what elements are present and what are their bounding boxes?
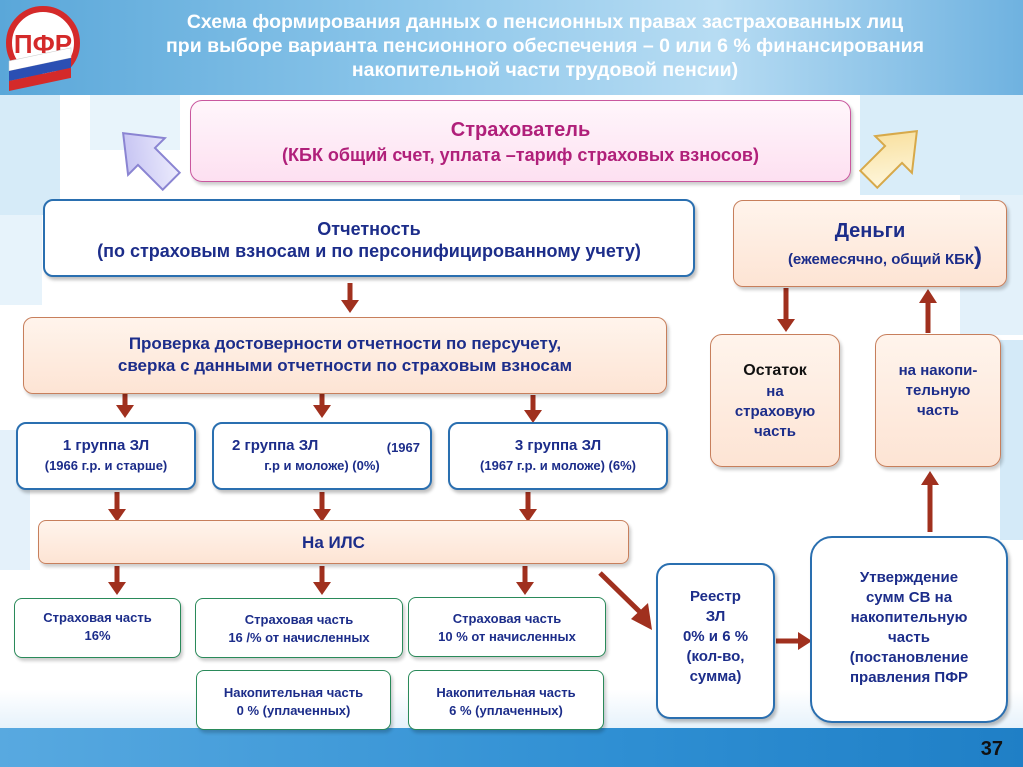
- ils-box: На ИЛС: [38, 520, 629, 564]
- registry-line-5: сумма): [689, 668, 742, 685]
- insurance-part-1-box: Страховая часть 16%: [14, 598, 181, 658]
- group-3-title: 3 группа ЗЛ: [514, 437, 602, 454]
- group-1-subtitle: (1966 г.р. и старше): [44, 458, 168, 473]
- group-3-subtitle: (1967 г.р. и моложе) (6%): [480, 458, 636, 473]
- funded-part-6-value: 6 % (уплаченных): [449, 703, 563, 718]
- title-line-1: Схема формирования данных о пенсионных п…: [186, 11, 904, 33]
- funded-part-6-title: Накопительная часть: [436, 685, 576, 700]
- funded-part-6-box: Накопительная часть 6 % (уплаченных): [408, 670, 604, 730]
- funded-part-0-box: Накопительная часть 0 % (уплаченных): [196, 670, 391, 730]
- reporting-subtitle: (по страховым взносам и по персонифициро…: [97, 241, 641, 261]
- reporting-box: Отчетность (по страховым взносам и по пе…: [43, 199, 695, 277]
- insurance-part-2-box: Страховая часть 16 /% от начисленных: [195, 598, 403, 658]
- group-3-box: 3 группа ЗЛ (1967 г.р. и моложе) (6%): [448, 422, 668, 490]
- registry-line-3: 0% и 6 %: [682, 628, 749, 645]
- money-subtitle-close: ): [974, 243, 983, 270]
- insurance-part-2-title: Страховая часть: [244, 612, 354, 627]
- registry-line-4: (кол-во,: [686, 648, 745, 665]
- insurer-title: Страхователь: [450, 119, 591, 141]
- approval-line-2: сумм СВ на: [865, 589, 953, 606]
- money-subtitle: (ежемесячно, общий КБК: [787, 251, 975, 268]
- group-2-box: 2 группа ЗЛ (1967 г.р и моложе) (0%): [212, 422, 432, 490]
- insurance-part-3-title: Страховая часть: [452, 611, 562, 626]
- group-1-title: 1 группа ЗЛ: [62, 437, 150, 454]
- insurance-part-1-value: 16%: [84, 628, 111, 643]
- funded-part-0-title: Накопительная часть: [223, 685, 364, 700]
- title-line-2: при выборе варианта пенсионного обеспече…: [166, 35, 924, 57]
- approval-line-1: Утверждение: [859, 569, 959, 586]
- approval-line-4: часть: [888, 629, 930, 646]
- registry-line-1: Реестр: [690, 588, 741, 605]
- insurance-part-1-title: Страховая часть: [43, 610, 152, 625]
- money-box: Деньги (ежемесячно, общий КБК): [733, 200, 1007, 287]
- funded-part-line-2: тельную: [905, 382, 971, 399]
- remainder-line-2: страховую: [734, 403, 816, 420]
- remainder-line-1: на: [766, 383, 784, 400]
- funded-part-line-1: на накопи-: [898, 362, 978, 379]
- hollow-arrow-left-icon: [121, 131, 182, 192]
- title-line-3: накопительной части трудовой пенсии): [351, 59, 739, 81]
- funded-part-line-3: часть: [917, 402, 959, 419]
- remainder-title: Остаток: [743, 362, 807, 379]
- group-2-subtitle: г.р и моложе) (0%): [264, 458, 380, 473]
- approval-line-5: (постановление: [849, 649, 969, 666]
- group-2-aside: (1967: [386, 440, 420, 455]
- registry-line-2: ЗЛ: [705, 608, 726, 625]
- approval-line-6: правления ПФР: [849, 669, 969, 686]
- insurance-part-3-box: Страховая часть 10 % от начисленных: [408, 597, 606, 657]
- insurance-part-3-value: 10 % от начисленных: [438, 629, 576, 644]
- verification-line-1: Проверка достоверности отчетности по пер…: [128, 334, 562, 353]
- remainder-line-3: часть: [754, 423, 796, 440]
- group-2-title: 2 группа ЗЛ: [232, 437, 319, 454]
- money-title: Деньги: [834, 220, 906, 242]
- insurer-box: Страхователь (КБК общий счет, уплата –та…: [190, 100, 851, 182]
- header-band: [0, 0, 1023, 95]
- page-title: Схема формирования данных о пенсионных п…: [90, 10, 1000, 82]
- verification-box: Проверка достоверности отчетности по пер…: [23, 317, 667, 394]
- funded-part-box: на накопи- тельную часть: [875, 334, 1001, 467]
- approval-box: Утверждение сумм СВ на накопительную час…: [810, 536, 1008, 723]
- pfr-logo-icon: ПФР: [6, 6, 80, 91]
- insurer-subtitle: (КБК общий счет, уплата –тариф страховых…: [282, 145, 759, 165]
- page-number: 37: [980, 738, 1003, 760]
- group-1-box: 1 группа ЗЛ (1966 г.р. и старше): [16, 422, 196, 490]
- reporting-title: Отчетность: [317, 219, 421, 239]
- insurance-part-2-value: 16 /% от начисленных: [228, 630, 370, 645]
- ils-label: На ИЛС: [302, 533, 365, 552]
- registry-box: Реестр ЗЛ 0% и 6 % (кол-во, сумма): [656, 563, 775, 719]
- approval-line-3: накопительную: [850, 609, 968, 626]
- footer-bar: [0, 728, 1023, 767]
- remainder-box: Остаток на страховую часть: [710, 334, 840, 467]
- hollow-arrow-right-icon: [858, 129, 919, 190]
- verification-line-2: сверка с данными отчетности по страховым…: [117, 356, 573, 375]
- funded-part-0-value: 0 % (уплаченных): [236, 703, 351, 718]
